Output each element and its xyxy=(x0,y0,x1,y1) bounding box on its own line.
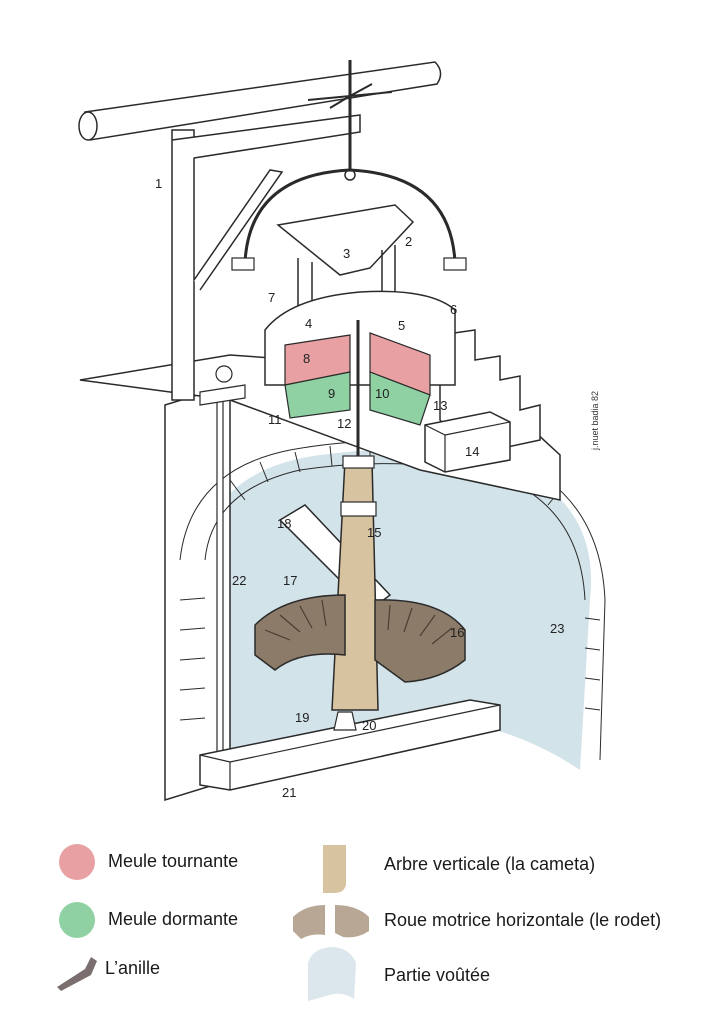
part-number-7: 7 xyxy=(268,290,275,305)
part-number-10: 10 xyxy=(375,386,389,401)
part-number-13: 13 xyxy=(433,398,447,413)
shaft-icon xyxy=(323,845,346,893)
legend-label-bed-stone: Meule dormante xyxy=(108,909,239,929)
lift-lever xyxy=(216,394,224,761)
part-number-1: 1 xyxy=(155,176,162,191)
horizontal-wheel xyxy=(254,594,466,683)
part-number-21: 21 xyxy=(282,785,296,800)
part-number-17: 17 xyxy=(283,573,297,588)
part-number-5: 5 xyxy=(398,318,405,333)
part-number-6: 6 xyxy=(450,302,457,317)
watermill-diagram: 1 2 3 4 5 6 7 8 9 10 11 12 13 14 15 16 1… xyxy=(78,60,606,802)
part-number-16: 16 xyxy=(450,625,464,640)
wheel-icon xyxy=(293,905,369,939)
bed-stone xyxy=(284,371,431,426)
legend-label-wheel: Roue motrice horizontale (le rodet) xyxy=(384,910,662,930)
artist-signature: j.nuet badia 82 xyxy=(590,391,600,451)
part-number-15: 15 xyxy=(367,525,381,540)
gallows-post xyxy=(171,129,195,401)
lifting-bow xyxy=(243,168,457,263)
legend-label-runner-stone: Meule tournante xyxy=(108,851,239,871)
bed-stone-swatch xyxy=(59,902,95,938)
part-number-8: 8 xyxy=(303,351,310,366)
anille-icon xyxy=(57,957,97,991)
part-number-20: 20 xyxy=(362,718,376,733)
hopper xyxy=(276,204,415,276)
part-number-11: 11 xyxy=(268,412,282,427)
vault-icon xyxy=(308,947,356,1001)
part-number-4: 4 xyxy=(305,316,312,331)
legend-label-vault: Partie voûtée xyxy=(384,965,491,985)
part-number-22: 22 xyxy=(232,573,246,588)
legend-label-anille: L’anille xyxy=(105,958,161,978)
base-beam xyxy=(199,699,501,791)
part-number-3: 3 xyxy=(343,246,350,261)
flour-box xyxy=(424,411,511,473)
part-number-9: 9 xyxy=(328,386,335,401)
legend-label-shaft: Arbre verticale (la cameta) xyxy=(384,854,596,874)
part-number-19: 19 xyxy=(295,710,309,725)
part-number-2: 2 xyxy=(405,234,412,249)
part-number-23: 23 xyxy=(550,621,564,636)
part-number-12: 12 xyxy=(337,416,351,431)
runner-stone-swatch xyxy=(59,844,95,880)
part-number-14: 14 xyxy=(465,444,479,459)
part-number-18: 18 xyxy=(277,516,291,531)
